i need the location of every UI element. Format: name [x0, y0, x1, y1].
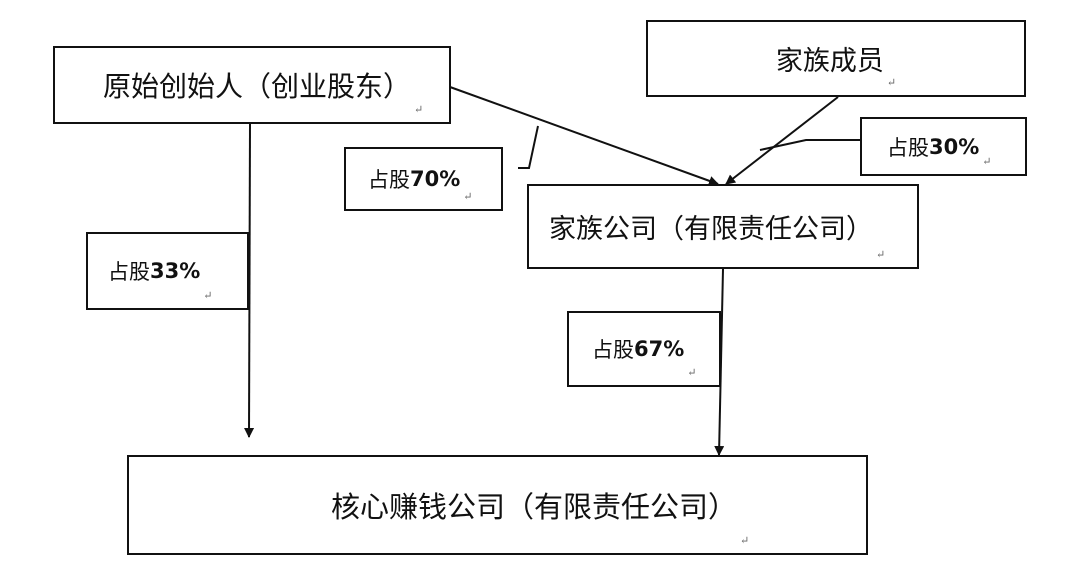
stake-label-30-prefix: 占股 [887, 135, 929, 160]
stake-label-67-value: 67% [634, 337, 685, 361]
node-core-company-label: 核心赚钱公司（有限责任公司） [331, 490, 738, 524]
stake-label-30-value: 30% [929, 134, 980, 159]
arrow-members-to-family-company [725, 96, 839, 185]
node-founder: 原始创始人（创业股东）↵ [53, 46, 451, 124]
stake-label-33-value: 33% [150, 259, 201, 283]
node-family-members: 家族成员↵ [646, 20, 1026, 97]
arrow-family-company-to-core-company [714, 268, 725, 456]
callout-30-connector [759, 139, 860, 151]
stake-label-70-value: 70% [410, 167, 461, 191]
stake-label-70-prefix: 占股 [368, 168, 410, 192]
paragraph-mark: ↵ [687, 366, 697, 379]
node-family-company-label: 家族公司（有限责任公司） [549, 214, 873, 245]
node-family-members-label: 家族成员 [775, 46, 884, 77]
paragraph-mark: ↵ [414, 103, 424, 116]
paragraph-mark: ↵ [463, 190, 473, 203]
paragraph-mark: ↵ [982, 155, 992, 168]
paragraph-mark: ↵ [876, 248, 886, 261]
node-family-company: 家族公司（有限责任公司）↵ [527, 184, 919, 269]
node-founder-label: 原始创始人（创业股东） [103, 70, 412, 103]
stake-label-33-prefix: 占股 [108, 260, 150, 284]
stake-label-30: 占股 30%↵ [860, 117, 1027, 176]
node-core-company: 核心赚钱公司（有限责任公司）↵ [127, 455, 868, 555]
stake-label-70: 占股 70%↵ [344, 147, 503, 211]
callout-70-connector [518, 125, 539, 169]
stake-label-33: 占股 33%↵ [86, 232, 249, 310]
stake-label-67-prefix: 占股 [592, 338, 634, 362]
paragraph-mark: ↵ [740, 534, 750, 547]
stake-label-67: 占股 67%↵ [567, 311, 721, 387]
arrow-founder-to-family-company [449, 86, 719, 186]
paragraph-mark: ↵ [886, 76, 897, 89]
arrow-founder-to-core-company [244, 123, 255, 438]
paragraph-mark: ↵ [203, 289, 213, 302]
